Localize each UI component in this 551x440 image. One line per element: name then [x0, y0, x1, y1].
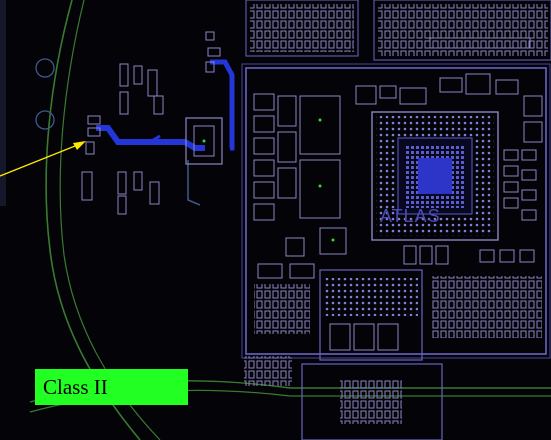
matching-inner: [193, 125, 215, 157]
callout-arrowhead: [73, 141, 86, 150]
trace-thin: [187, 160, 201, 206]
bottom-connector: [301, 363, 443, 440]
pad-marker: [331, 238, 335, 242]
right-passives: [403, 149, 537, 265]
left-components: [81, 31, 221, 215]
trace-stub: [149, 134, 161, 144]
lower-cap: [329, 323, 351, 351]
shield-frame: [245, 67, 547, 355]
callout-arrow: [0, 143, 81, 177]
class-label-text: Class II: [43, 375, 108, 399]
matching-network: [185, 117, 223, 165]
lower-right-grid: [432, 276, 542, 338]
pad-marker: [318, 184, 322, 188]
pad-marker: [318, 118, 322, 122]
atlas-chip-marking: ATLAS: [380, 206, 441, 226]
rf-trace-vertical: [210, 59, 235, 151]
mounting-hole: [35, 58, 55, 78]
top-chip-row: [355, 73, 543, 143]
lower-left-grid: [254, 284, 310, 334]
passive-column: [253, 93, 347, 279]
upper-right-pin-array: [378, 4, 548, 56]
lower-bank-grid: [324, 278, 418, 316]
lower-cap: [377, 323, 399, 351]
upper-right-row: [429, 37, 531, 49]
lower-cap: [353, 323, 375, 351]
rf-trace: [96, 125, 205, 151]
shield-frame-outer: [241, 63, 551, 359]
upper-connector-bank: [245, 0, 359, 57]
atlas-chip-outline: [371, 111, 499, 241]
bottom-connector-pins: [340, 380, 402, 424]
class-label-badge: Class II: [35, 369, 188, 405]
left-edge-strip: [0, 0, 6, 206]
mounting-hole: [35, 110, 55, 130]
atlas-die: [418, 158, 452, 194]
lower-bank: [319, 269, 423, 361]
pad-marker: [202, 139, 206, 143]
upper-pin-array: [250, 4, 354, 52]
upper-right-bank: [373, 0, 551, 61]
bottom-left-pins: [244, 356, 292, 386]
